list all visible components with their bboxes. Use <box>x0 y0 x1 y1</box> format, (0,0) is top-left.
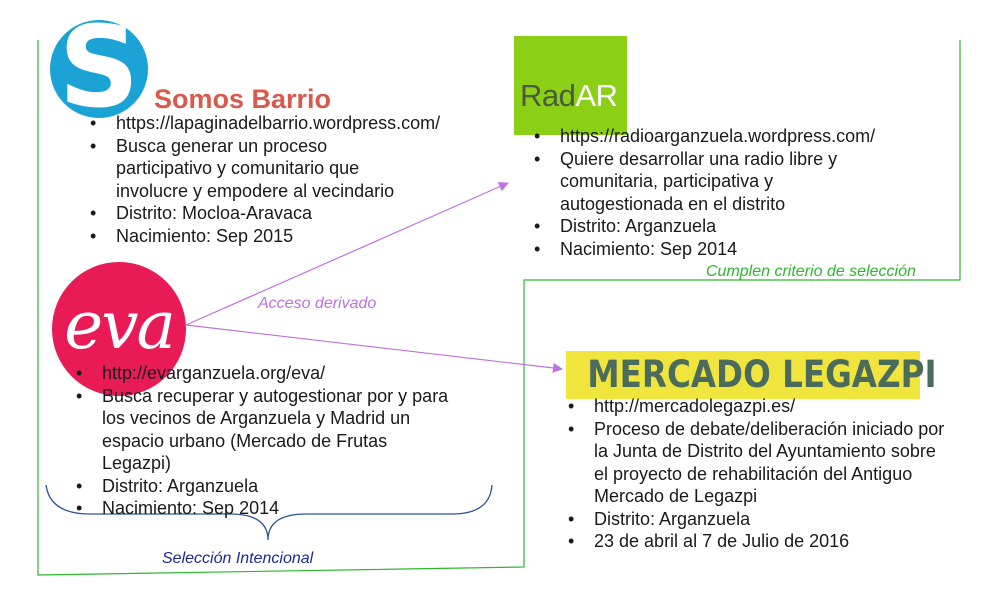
mercado-district: Distrito: Arganzuela <box>564 508 954 531</box>
selection-boundary-line <box>37 40 961 576</box>
mercado-description: Proceso de debate/deliberación iniciado … <box>564 418 954 508</box>
radar-info: https://radioarganzuela.wordpress.com/ Q… <box>530 125 896 260</box>
somos-barrio-name: Somos Barrio <box>154 84 332 114</box>
somos-barrio-logo-letter: S <box>58 20 140 118</box>
mercado-url: http://mercadolegazpi.es/ <box>564 395 954 418</box>
eva-info: http://evarganzuela.org/eva/ Busca recup… <box>72 362 472 520</box>
mercado-info: http://mercadolegazpi.es/ Proceso de deb… <box>564 395 954 553</box>
derived-access-label: Acceso derivado <box>258 295 377 312</box>
arrow-eva-to-mercado <box>185 324 563 373</box>
radar-district: Distrito: Arganzuela <box>530 215 896 238</box>
somos-barrio-description: Busca generar un proceso participativo y… <box>86 135 458 203</box>
somos-barrio-birth: Nacimiento: Sep 2015 <box>86 225 458 248</box>
radar-url: https://radioarganzuela.wordpress.com/ <box>530 125 896 148</box>
eva-url: http://evarganzuela.org/eva/ <box>72 362 472 385</box>
radar-birth: Nacimiento: Sep 2014 <box>530 238 896 261</box>
intentional-selection-label: Selección Intencional <box>162 550 314 567</box>
somos-barrio-district: Distrito: Mocloa-Aravaca <box>86 202 458 225</box>
radar-description: Quiere desarrollar una radio libre y com… <box>530 148 896 216</box>
somos-barrio-logo: S <box>50 20 148 118</box>
somos-barrio-url: https://lapaginadelbarrio.wordpress.com/ <box>86 112 458 135</box>
mercado-legazpi-logo-text: MERCADO LEGAZPI <box>587 353 937 396</box>
mercado-legazpi-logo: MERCADO LEGAZPI <box>566 351 937 399</box>
eva-description: Busca recuperar y autogestionar por y pa… <box>72 385 472 475</box>
eva-district: Distrito: Arganzuela <box>72 475 472 498</box>
somos-barrio-info: https://lapaginadelbarrio.wordpress.com/… <box>86 112 458 247</box>
selection-criteria-label: Cumplen criterio de selección <box>706 263 916 280</box>
radar-logo: RadAR <box>514 36 627 135</box>
eva-birth: Nacimiento: Sep 2014 <box>72 497 472 520</box>
eva-logo-text: eva <box>64 287 176 364</box>
mercado-dates: 23 de abril al 7 de Julio de 2016 <box>564 530 954 553</box>
radar-logo-text: RadAR <box>520 78 618 113</box>
